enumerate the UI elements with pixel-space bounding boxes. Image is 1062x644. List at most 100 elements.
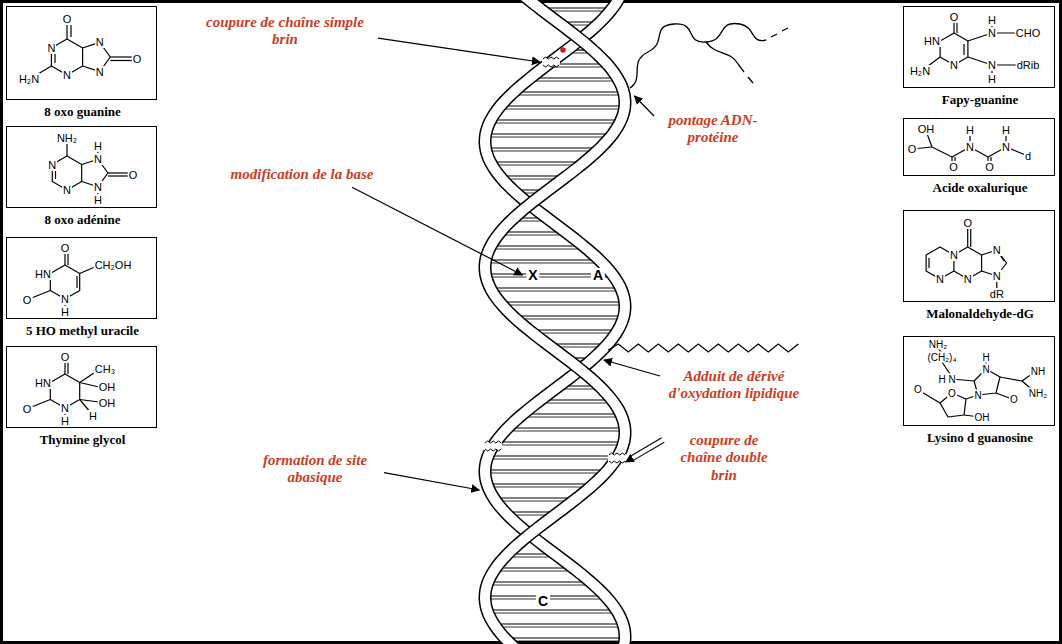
structure-box: NH₂NNHNNHO8 oxo adénine: [6, 126, 157, 208]
damage-label: modification de la base: [222, 166, 382, 183]
atom-label: NH₂: [56, 132, 78, 144]
base-pair-rung: [500, 235, 565, 236]
chemical-structure: [7, 238, 158, 320]
structure-box: ONH₂NNNNO8 oxo guanine: [6, 6, 157, 100]
double-helix: [484, 0, 626, 644]
damage-label: Adduit de dérivé d'oxydation lipidique: [664, 368, 804, 403]
base-pair-rung: [505, 641, 625, 642]
leader-arrow: [634, 96, 654, 116]
lipid-chain: [608, 344, 798, 352]
leader-arrow: [633, 442, 664, 460]
base-pair-rung: [530, 77, 617, 78]
base-letter: X: [526, 268, 539, 282]
structure-box: NH₂(CH₂)₄HNHNONNHNH₂OOOHLysino d guanosi…: [903, 336, 1055, 426]
strand-outline: [485, 0, 625, 644]
base-pair-rung: [488, 581, 591, 582]
base-pair-rung: [486, 137, 613, 138]
chemical-structure: [7, 347, 158, 429]
atom-label: HN: [34, 268, 52, 280]
atom-label: O: [962, 217, 973, 229]
structure-name: 5 HO methyl uracile: [0, 323, 188, 339]
base-pair-rung: [513, 315, 624, 316]
base-pair-rung: [488, 585, 591, 586]
damage-label: pontage ADN-protéine: [658, 112, 768, 147]
atom-label: N: [992, 244, 1002, 256]
base-pair-rung: [487, 487, 594, 488]
base-pair-rung: [486, 259, 600, 260]
atom-label: O: [128, 169, 139, 181]
leader-arrow: [384, 473, 479, 490]
damage-label: coupure de chaîne double brin: [668, 432, 780, 484]
strand-break-gap: [542, 58, 560, 66]
strand-break: [609, 453, 625, 463]
atom-label: OH: [917, 123, 936, 135]
atom-label: (CH₂)₄: [926, 352, 957, 363]
strand-outline: [485, 0, 625, 644]
atom-label: HN: [923, 35, 941, 47]
chemical-bond: [76, 276, 77, 288]
atom-label: H: [937, 374, 946, 385]
leader-arrow: [626, 460, 629, 462]
base-pair-rung: [508, 427, 625, 428]
atom-label: O: [132, 53, 143, 65]
base-pair-rung: [523, 417, 621, 418]
base-letter: A: [591, 268, 605, 282]
protein-coil: [630, 23, 788, 88]
atom-label: N: [949, 249, 959, 261]
atom-label: OH: [974, 412, 991, 423]
base-pair-rung: [485, 473, 608, 474]
base-pair-rung: [529, 329, 618, 330]
strand-break-gap: [484, 442, 502, 450]
structure-name: Thymine glycol: [0, 432, 188, 448]
atom-label: N: [62, 184, 72, 196]
atom-label: HN: [34, 377, 52, 389]
atom-label: dRib: [1016, 59, 1041, 71]
atom-label: N: [987, 59, 997, 71]
atom-label: O: [22, 294, 33, 306]
chemical-structure: [904, 211, 1056, 303]
base-pair-rung: [488, 455, 618, 456]
structure-name: 8 oxo guanine: [0, 104, 188, 120]
atom-label: N: [987, 27, 997, 39]
atom-label: d: [1024, 150, 1032, 162]
atom-label: N: [95, 36, 105, 48]
damage-label: formation de site abasique: [250, 452, 380, 487]
base-pair-rung: [500, 305, 625, 306]
base-pair-rung: [490, 161, 584, 162]
atom-label: N: [965, 141, 975, 153]
atom-label: O: [60, 242, 71, 254]
chemical-bond: [1000, 377, 1022, 381]
damage-label: coupure de chaîne simple brin: [196, 14, 374, 49]
atom-label: N: [62, 69, 72, 81]
atom-label: N: [93, 181, 103, 193]
structure-name: Malonaldehyde-dG: [874, 306, 1062, 322]
atom-label: N: [60, 402, 70, 414]
base-pair-rung: [485, 469, 608, 470]
structure-box: OHHHONNdOOAcide oxalurique: [903, 118, 1055, 176]
base-pair-rung: [486, 147, 601, 148]
structure-name: 8 oxo adénine: [0, 212, 188, 228]
structure-box: ONNNNNdRMalonaldehyde-dG: [903, 210, 1055, 302]
leader-arrow: [352, 187, 522, 275]
atom-label: H: [60, 306, 70, 318]
strand-fill: [485, 0, 625, 644]
base-pair-rung: [505, 637, 625, 638]
atom-label: N: [947, 374, 956, 385]
base-pair-rung: [491, 123, 621, 124]
base-pair-rung: [491, 245, 584, 246]
base-pair-rung: [488, 459, 618, 460]
structure-box: OHNCH₃OHOHHONHThymine glycol: [6, 346, 157, 428]
chemical-bond: [963, 44, 964, 55]
strand-break-gap: [608, 454, 626, 462]
atom-label: N: [935, 273, 945, 285]
atom-label: H₂N: [18, 73, 40, 85]
atom-label: O: [984, 161, 995, 173]
structure-name: Acide oxalurique: [874, 180, 1062, 196]
atom-label: O: [947, 388, 957, 399]
base-pair-rung: [496, 567, 574, 568]
atom-label: O: [913, 384, 923, 395]
base-pair-rung: [487, 483, 594, 484]
atom-label: O: [1009, 394, 1019, 405]
structure-name: Fapy-guanine: [874, 92, 1062, 108]
